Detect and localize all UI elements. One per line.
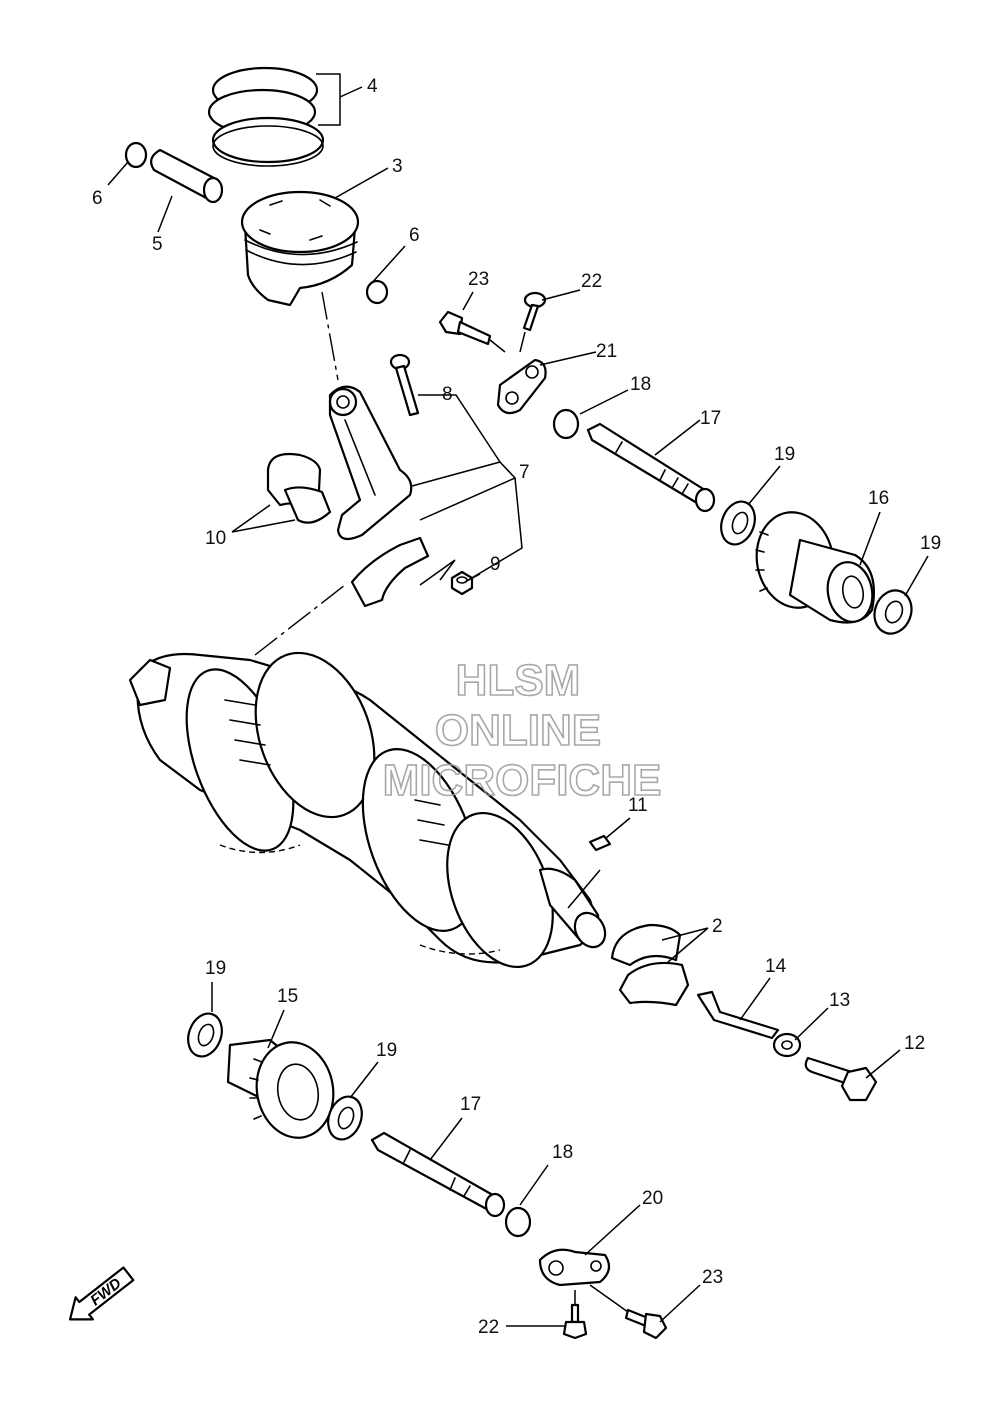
callout-3: 3 [392, 156, 403, 177]
assembly-line-lower [574, 1284, 629, 1313]
piston [240, 190, 360, 307]
bearing-lower-left [187, 1012, 223, 1058]
callout-10: 10 [205, 528, 226, 549]
assembly-line-shaft-upper [489, 331, 526, 353]
callout-14: 14 [765, 956, 787, 977]
callout-23b: 23 [702, 1267, 723, 1288]
assembly-line-crank [254, 584, 346, 656]
callout-19d: 19 [376, 1040, 397, 1061]
balancer-gear-left [226, 1038, 335, 1139]
forward-arrow: FWD [68, 1266, 135, 1321]
flange-bolt-lower [624, 1308, 668, 1340]
balancer-shaft-lower [370, 1131, 506, 1218]
callout-4: 4 [367, 76, 378, 97]
callout-6a: 6 [92, 188, 103, 209]
callout-12: 12 [904, 1033, 925, 1054]
crankshaft-bearing [610, 923, 690, 1007]
connecting-rod-bolt [389, 353, 420, 417]
connecting-rod [328, 385, 413, 541]
crankshaft [128, 651, 607, 969]
assembly-line-key [567, 869, 601, 909]
flange-bolt-upper [438, 310, 492, 346]
callout-2: 2 [712, 916, 723, 937]
bearing-upper-left [720, 500, 756, 546]
bolt [804, 1056, 878, 1102]
callout-18b: 18 [552, 1142, 573, 1163]
callout-9: 9 [490, 554, 501, 575]
callout-21: 21 [596, 341, 617, 362]
bearing-lower-right [327, 1095, 363, 1141]
callout-22b: 22 [478, 1317, 499, 1338]
callout-17b: 17 [460, 1094, 481, 1115]
callout-19a: 19 [774, 444, 795, 465]
lever-upper [496, 358, 547, 415]
woodruff-key [588, 834, 612, 852]
watermark-line-3: MICROFICHE [383, 756, 662, 805]
nut [450, 570, 474, 596]
callout-5: 5 [152, 234, 163, 255]
plate [696, 990, 780, 1040]
callout-16: 16 [868, 488, 889, 509]
big-end-bearing [266, 452, 332, 524]
screw-lower [562, 1303, 588, 1340]
leader-lines [107, 73, 929, 1327]
screw-upper [522, 291, 547, 332]
watermark-line-2: ONLINE [435, 706, 601, 755]
callout-8: 8 [442, 384, 453, 405]
callout-18a: 18 [630, 374, 651, 395]
lever-lower [538, 1248, 611, 1287]
assembly-line-piston [321, 291, 339, 381]
callout-22a: 22 [581, 271, 602, 292]
circlip-left [124, 141, 148, 169]
balancer-shaft-upper [586, 422, 716, 513]
forward-arrow-icon [68, 1266, 135, 1321]
callout-20: 20 [642, 1188, 663, 1209]
circlip-right [365, 279, 389, 305]
callout-19c: 19 [205, 958, 226, 979]
piston-pin [149, 148, 224, 204]
piston-rings [207, 66, 325, 167]
callout-15: 15 [277, 986, 298, 1007]
callout-6b: 6 [409, 225, 420, 246]
callout-13: 13 [829, 990, 850, 1011]
balancer-gear-right [755, 511, 876, 624]
connecting-rod-cap [350, 536, 430, 608]
o-ring-upper [552, 408, 580, 440]
callout-23a: 23 [468, 269, 489, 290]
callout-7: 7 [519, 462, 530, 483]
callout-19b: 19 [920, 533, 941, 554]
callout-17a: 17 [700, 408, 721, 429]
watermark: HLSM ONLINE MICROFICHE [382, 655, 662, 806]
bearing-upper-right [873, 589, 913, 635]
callout-labels: 4 3 6 5 6 23 22 21 18 8 17 7 19 16 19 10… [92, 76, 941, 1338]
callout-11: 11 [628, 795, 648, 816]
washer [772, 1032, 802, 1058]
o-ring-lower [504, 1206, 532, 1238]
watermark-line-1: HLSM [456, 656, 581, 705]
